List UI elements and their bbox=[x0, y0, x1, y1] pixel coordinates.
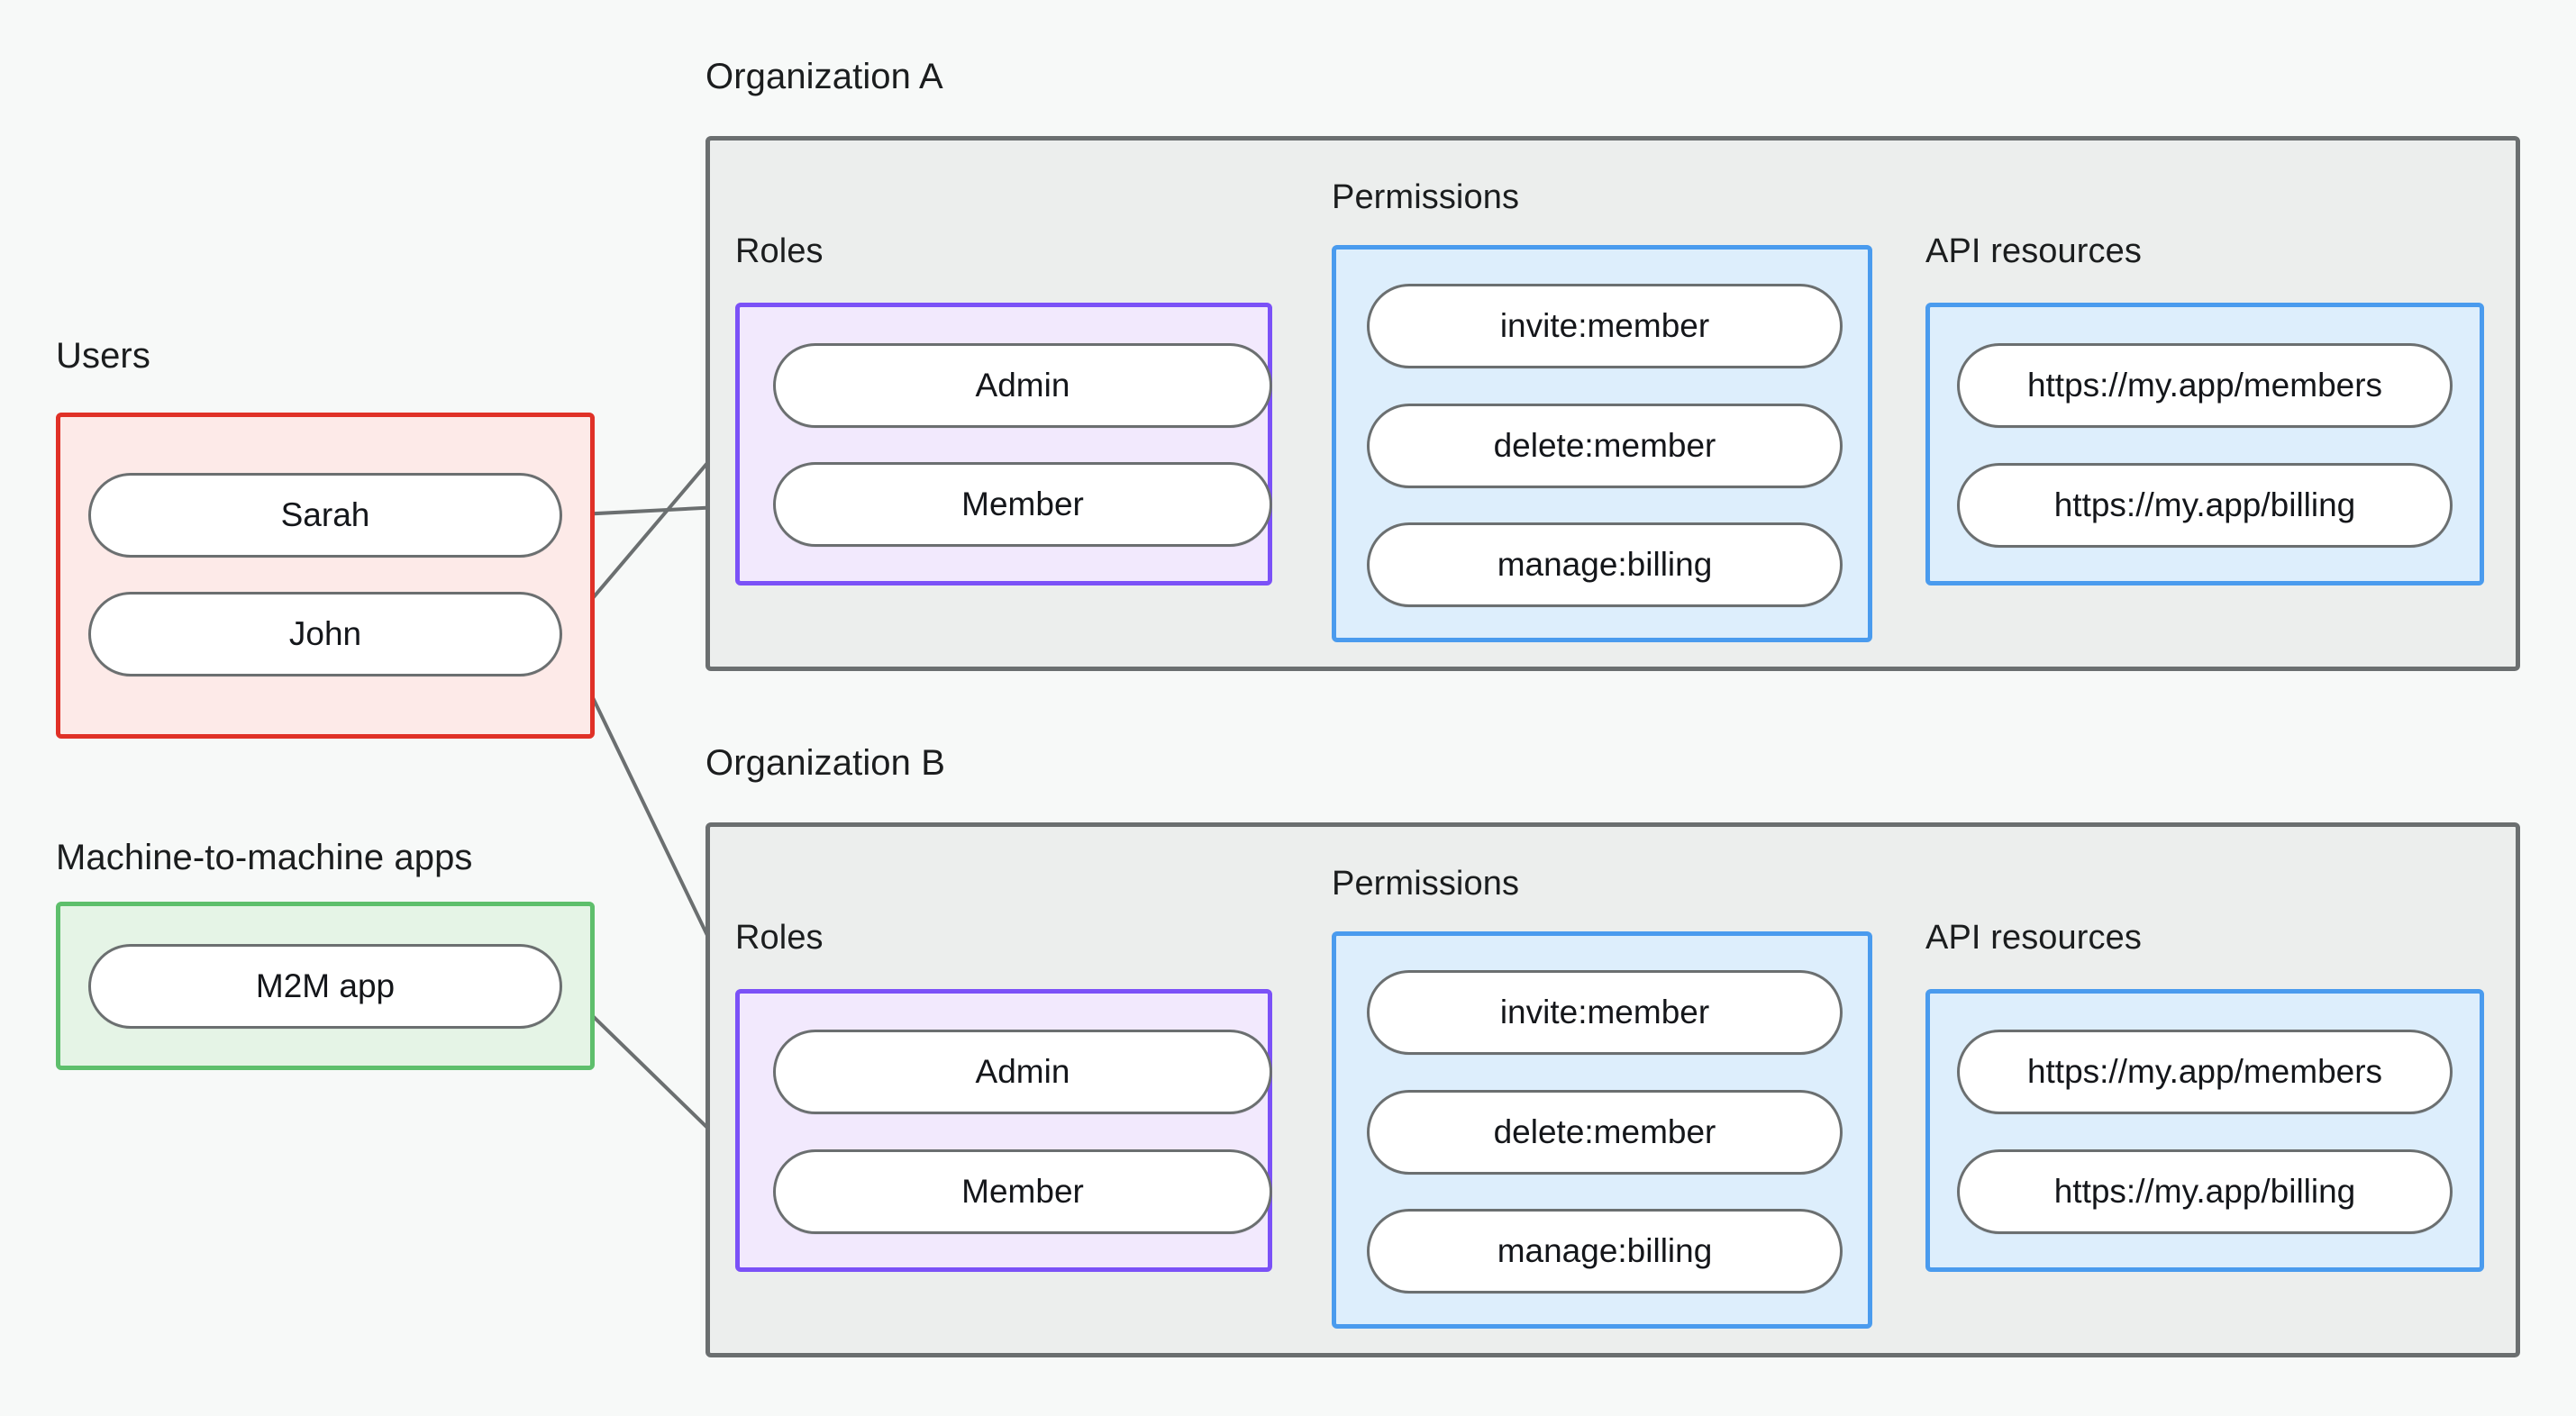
user-node-sarah[interactable]: Sarah bbox=[88, 473, 562, 558]
orgB-permission-node-manage-billing[interactable]: manage:billing bbox=[1367, 1209, 1843, 1293]
orgB-permission-node-delete-member[interactable]: delete:member bbox=[1367, 1090, 1843, 1175]
orgA-api-resources-label: API resources bbox=[1925, 232, 2142, 270]
orgA-permissions-label: Permissions bbox=[1332, 178, 1520, 216]
orgA-permission-node-delete-member[interactable]: delete:member bbox=[1367, 404, 1843, 488]
orgA-roles-label: Roles bbox=[735, 232, 824, 270]
orgB-role-node-admin[interactable]: Admin bbox=[773, 1030, 1272, 1114]
users-container bbox=[56, 413, 595, 739]
orgB-roles-label: Roles bbox=[735, 919, 824, 957]
orgA-api-node-members[interactable]: https://my.app/members bbox=[1957, 343, 2453, 428]
organization-a-title: Organization A bbox=[705, 57, 943, 96]
orgB-api-resources-label: API resources bbox=[1925, 919, 2142, 957]
orgA-role-node-member[interactable]: Member bbox=[773, 462, 1272, 547]
m2m-group-label: Machine-to-machine apps bbox=[56, 838, 473, 877]
m2m-node-m2m-app[interactable]: M2M app bbox=[88, 944, 562, 1029]
orgB-api-node-billing[interactable]: https://my.app/billing bbox=[1957, 1149, 2453, 1234]
organization-b-title: Organization B bbox=[705, 743, 945, 783]
users-group-label: Users bbox=[56, 336, 150, 376]
orgA-permission-node-invite-member[interactable]: invite:member bbox=[1367, 284, 1843, 368]
orgB-permissions-label: Permissions bbox=[1332, 865, 1520, 903]
orgA-role-node-admin[interactable]: Admin bbox=[773, 343, 1272, 428]
orgB-api-node-members[interactable]: https://my.app/members bbox=[1957, 1030, 2453, 1114]
orgB-permission-node-invite-member[interactable]: invite:member bbox=[1367, 970, 1843, 1055]
orgA-permission-node-manage-billing[interactable]: manage:billing bbox=[1367, 522, 1843, 607]
user-node-john[interactable]: John bbox=[88, 592, 562, 676]
orgA-api-node-billing[interactable]: https://my.app/billing bbox=[1957, 463, 2453, 548]
orgB-role-node-member[interactable]: Member bbox=[773, 1149, 1272, 1234]
